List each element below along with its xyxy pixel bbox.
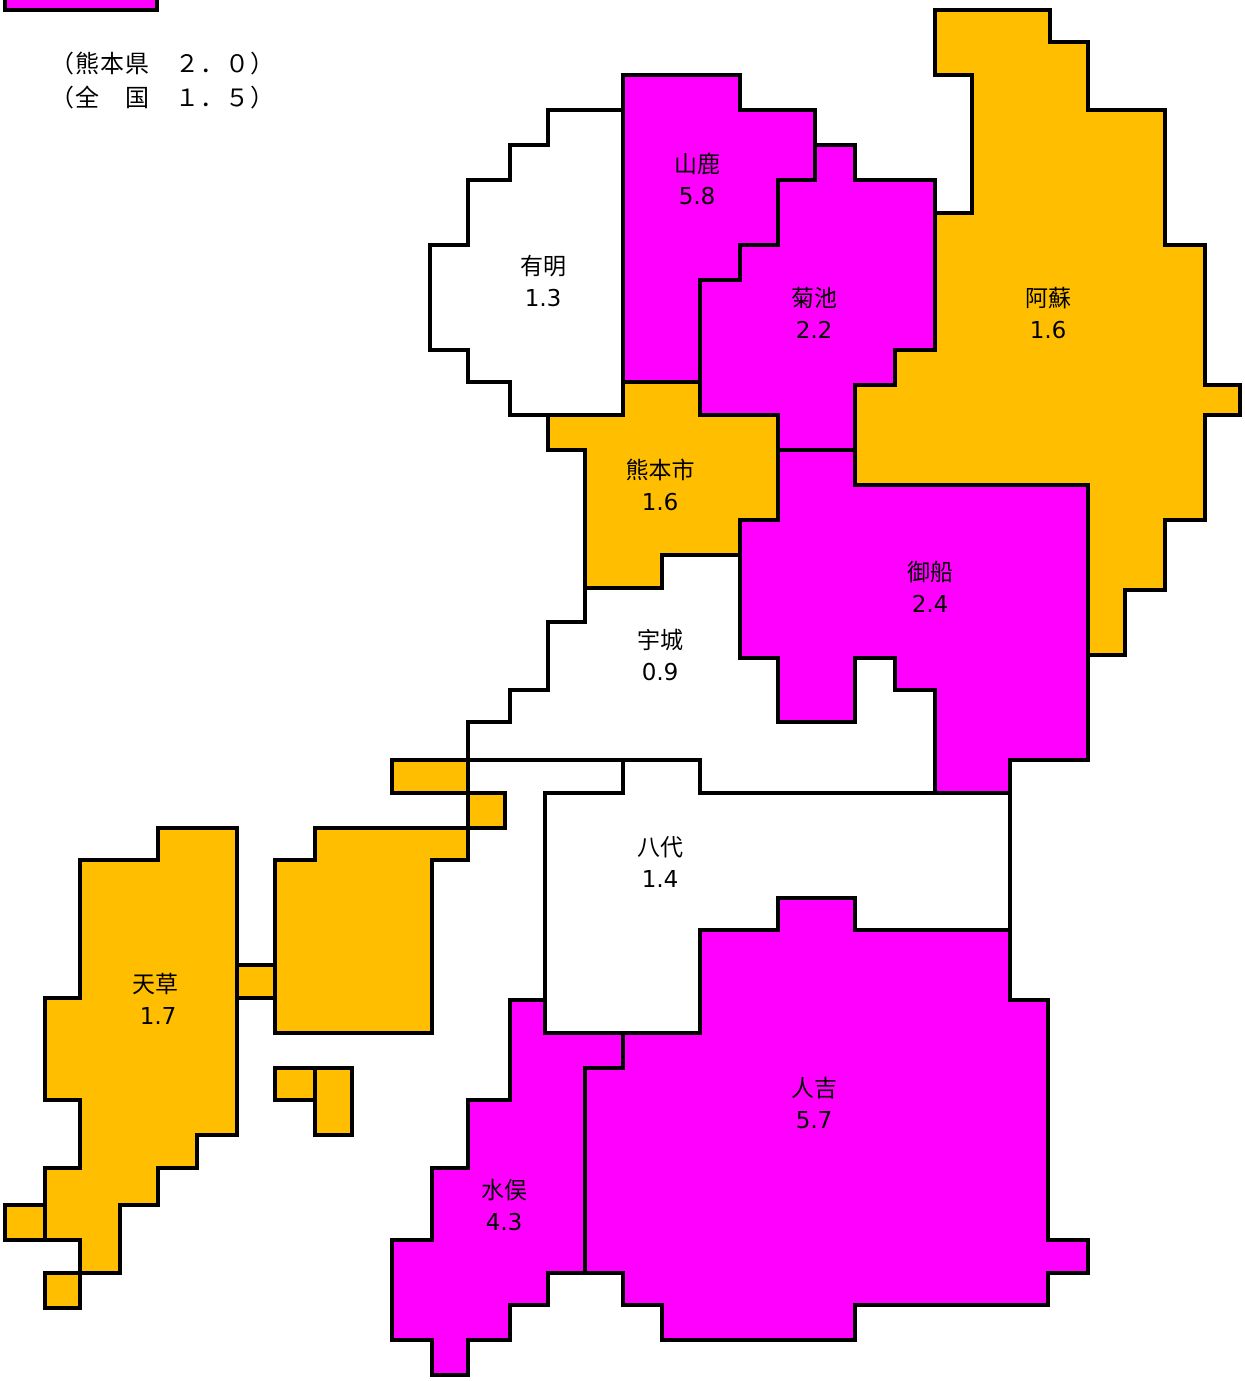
region-name-hitoyoshi: 人吉 (791, 1076, 837, 1102)
region-value-kumamoto-city: 1.6 (642, 490, 679, 516)
region-minamata[interactable]: 水俣 4.3 (390, 998, 625, 1377)
region-name-ariake: 有明 (520, 254, 566, 280)
region-value-mifune: 2.4 (912, 592, 949, 618)
region-name-yamaga: 山鹿 (674, 152, 720, 178)
legend-national: （全 国 １．５） (50, 84, 275, 112)
legend-swatch (3, 0, 159, 12)
region-value-amakusa: 1.7 (140, 1004, 177, 1030)
region-value-hitoyoshi: 5.7 (796, 1108, 833, 1134)
region-name-kikuchi: 菊池 (791, 286, 837, 312)
region-name-amakusa: 天草 (132, 972, 178, 998)
region-name-yatsushiro: 八代 (637, 835, 683, 861)
region-value-kikuchi: 2.2 (796, 318, 833, 344)
region-value-yatsushiro: 1.4 (642, 867, 679, 893)
region-amakusa[interactable]: 天草 1.7 (3, 758, 507, 1310)
region-uki[interactable]: 宇城 0.9 (466, 553, 937, 795)
region-name-minamata: 水俣 (481, 1178, 527, 1204)
region-ariake[interactable]: 有明 1.3 (428, 108, 625, 417)
region-name-mifune: 御船 (907, 560, 953, 586)
region-value-yamaga: 5.8 (679, 184, 716, 210)
region-value-aso: 1.6 (1030, 318, 1067, 344)
region-value-ariake: 1.3 (525, 286, 562, 312)
region-value-minamata: 4.3 (486, 1210, 523, 1236)
region-name-kumamoto-city: 熊本市 (626, 458, 695, 484)
region-value-uki: 0.9 (642, 660, 679, 686)
region-name-aso: 阿蘇 (1025, 286, 1071, 312)
region-kumamoto-city[interactable]: 熊本市 1.6 (546, 380, 780, 590)
region-name-uki: 宇城 (637, 628, 683, 654)
legend-prefecture: （熊本県 ２．０） (50, 50, 275, 78)
